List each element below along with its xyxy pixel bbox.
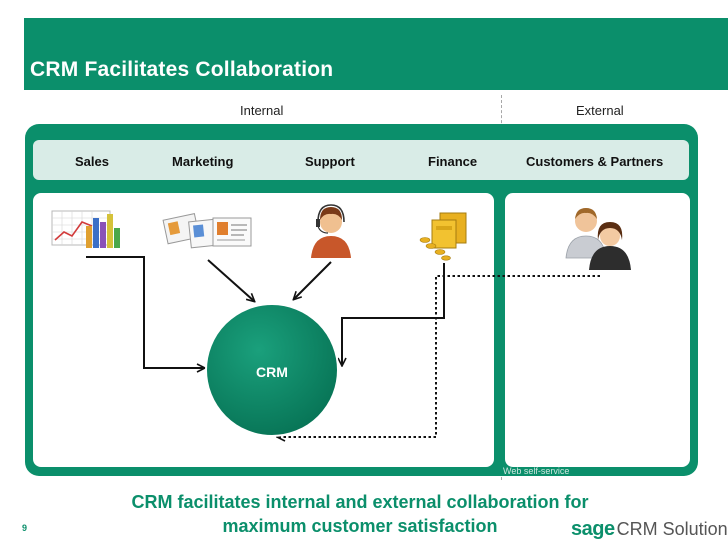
- column-header-finance: Finance: [428, 154, 478, 169]
- connector-finance: [342, 263, 445, 365]
- connector-sales: [86, 256, 204, 368]
- zone-label-internal: Internal: [240, 103, 284, 118]
- caption-line-2: maximum customer satisfaction: [222, 516, 498, 536]
- column-header-marketing: Marketing: [172, 154, 234, 169]
- crm-hub-label: CRM: [256, 364, 288, 380]
- logo-product: CRM Solutions: [616, 519, 728, 539]
- page-number: 9: [22, 523, 28, 533]
- web-self-service-label: Web self-service: [503, 466, 570, 476]
- caption-line-1: CRM facilitates internal and external co…: [131, 492, 589, 512]
- people-icon: [565, 208, 631, 270]
- external-area: [505, 193, 690, 467]
- connector-web-self-service: [278, 275, 600, 437]
- headset-agent-icon: [311, 204, 351, 258]
- connector-support: [294, 261, 332, 299]
- column-header-customers: Customers & Partners: [526, 154, 664, 169]
- brochure-icon: [162, 213, 252, 249]
- title-bar: [24, 18, 728, 90]
- crm-hub: [205, 303, 339, 437]
- header-strip: [33, 140, 689, 180]
- zone-label-external: External: [576, 103, 624, 118]
- column-header-support: Support: [305, 154, 355, 169]
- column-header-sales: Sales: [75, 154, 109, 169]
- money-icon: [419, 212, 467, 261]
- page-title: CRM Facilitates Collaboration: [30, 58, 334, 81]
- connector-marketing: [207, 259, 254, 301]
- caption: CRM facilitates internal and external co…: [60, 490, 660, 538]
- chart-icon: [51, 210, 120, 248]
- logo-brand: sage: [571, 518, 615, 540]
